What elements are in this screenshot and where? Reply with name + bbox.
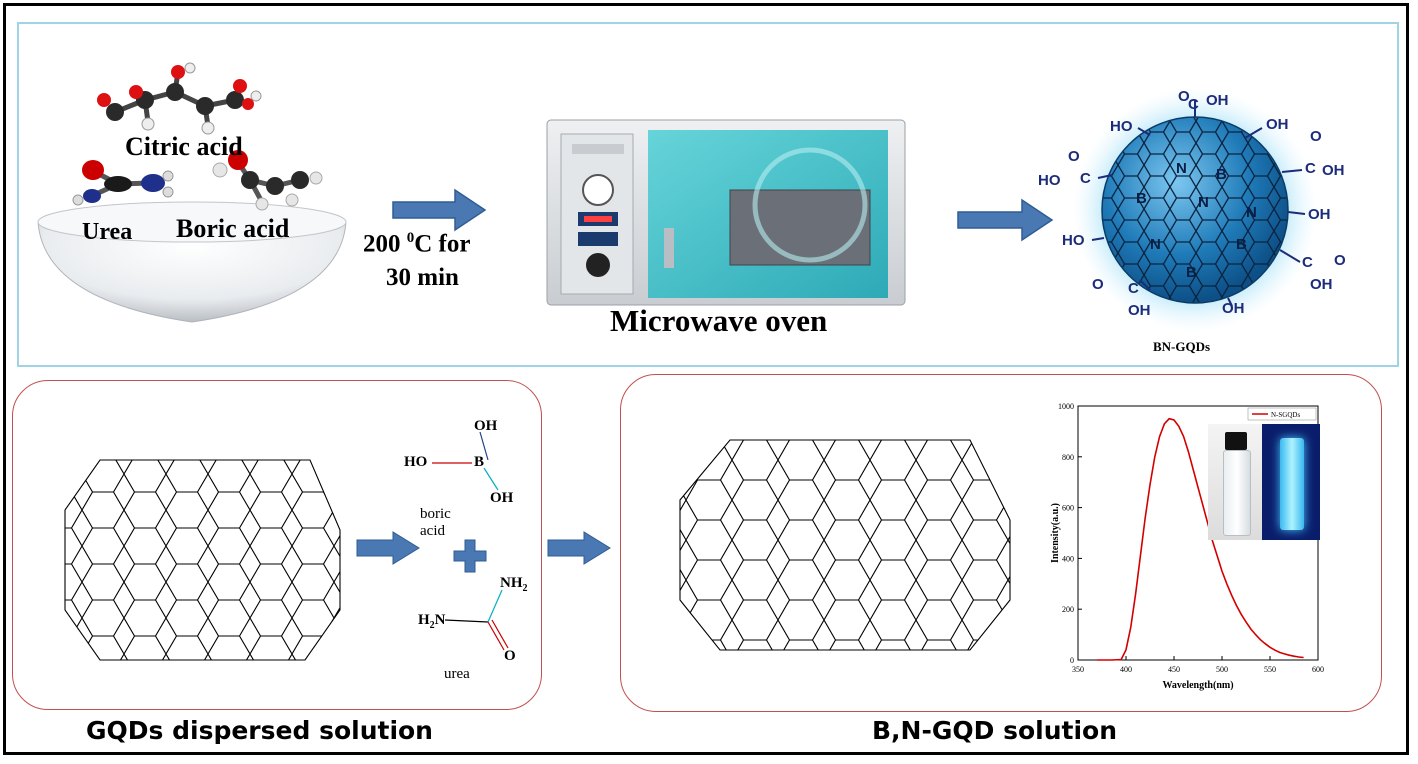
citric-acid-label: Citric acid (125, 132, 243, 161)
series-line (1097, 417, 1304, 661)
y-tick-label: 0 (1070, 656, 1074, 665)
x-tick-label: 500 (1216, 665, 1228, 674)
bn-gqd-sphere (1073, 88, 1317, 332)
citric-acid-molecule (97, 62, 262, 135)
bn-gqd-solution-box (620, 374, 1382, 712)
bn-gqd-caption: B,N-GQD solution (872, 716, 1117, 745)
boric-acid-caption: boric acid (420, 506, 451, 539)
y-tick-label: 200 (1062, 605, 1074, 614)
sphere-b-2: B (1136, 190, 1147, 207)
legend-label: N-SGQDs (1271, 411, 1300, 419)
sphere-n-1: N (1176, 160, 1187, 177)
x-tick-label: 350 (1072, 665, 1084, 674)
arrow-to-bn-gqd (547, 531, 611, 565)
y-tick-label: 800 (1062, 453, 1074, 462)
x-tick-label: 450 (1168, 665, 1180, 674)
sphere-c-right: C (1305, 160, 1316, 177)
bn-gqd-lattice (679, 439, 1011, 651)
boric-oh-bottom: OH (490, 490, 514, 506)
boric-oh-top: OH (474, 418, 498, 434)
sphere-o-br: O (1334, 252, 1346, 269)
degree-superscript: 0 (406, 230, 415, 246)
sphere-top-c: C (1188, 96, 1199, 113)
sphere-n-4: N (1246, 204, 1257, 221)
sphere-n-3: N (1150, 236, 1161, 253)
arrow-reagents (356, 531, 420, 565)
urea-label: Urea (82, 219, 133, 245)
urea-h2n: H2N (418, 612, 446, 631)
sphere-c-br: C (1302, 254, 1313, 271)
boric-acid-molecule (212, 150, 323, 211)
sphere-ho-left: HO (1038, 172, 1061, 189)
vial-uv (1262, 424, 1320, 540)
y-tick-label: 1000 (1058, 402, 1074, 411)
sphere-top-o: O (1178, 88, 1190, 105)
legend-box (1247, 407, 1317, 421)
sphere-oh-right: OH (1322, 162, 1345, 179)
sphere-oh-br: OH (1310, 276, 1333, 293)
functional-groups (1091, 100, 1306, 307)
plus-icon (453, 539, 487, 573)
sphere-n-2: N (1198, 194, 1209, 211)
gqd-caption: GQDs dispersed solution (86, 716, 433, 745)
oven-label: Microwave oven (610, 303, 828, 338)
x-tick-label: 550 (1264, 665, 1276, 674)
sphere-oh-2: OH (1308, 206, 1331, 223)
temperature-value: 200 (363, 230, 407, 258)
x-axis-label: Wavelength(nm) (1162, 680, 1233, 691)
y-tick-label: 600 (1062, 504, 1074, 513)
urea-molecule (72, 160, 174, 206)
vial-daylight (1208, 424, 1262, 540)
sphere-top-oh: OH (1206, 92, 1229, 109)
figure-frame (3, 3, 1409, 755)
y-tick-label: 400 (1062, 554, 1074, 563)
arrow-to-product (957, 198, 1054, 242)
boric-ho: HO (404, 454, 428, 470)
sphere-ho-2: HO (1062, 232, 1085, 249)
urea-nh: NH (500, 575, 523, 591)
urea-nh2: NH2 (500, 575, 528, 594)
x-tick-label: 600 (1312, 665, 1324, 674)
emission-spectrum-chart: 350 400 450 500 550 600 0 200 400 600 800 1000Wavel… (1050, 402, 1324, 691)
y-axis-label: Intensity(a.u.) (1050, 503, 1061, 563)
temperature-unit: C for (414, 230, 471, 258)
sphere-b-3: B (1236, 236, 1247, 253)
reagents (432, 431, 509, 651)
sphere-oh-bottom: OH (1222, 300, 1245, 317)
sphere-o-right: O (1310, 128, 1322, 145)
boric-b: B (474, 454, 485, 470)
sphere-c-left: C (1080, 170, 1091, 187)
microwave-oven (546, 119, 906, 306)
sphere-b-4: B (1186, 264, 1197, 281)
condition-line1: 200 0C for (363, 230, 470, 258)
product-label: BN-GQDs (1153, 339, 1211, 354)
urea-o: O (504, 648, 516, 664)
synthesis-panel (17, 22, 1399, 367)
sphere-ho-1: HO (1110, 118, 1133, 135)
arrow-to-oven (392, 188, 487, 232)
condition-line2: 30 min (386, 264, 459, 291)
gqd-lattice (64, 459, 341, 661)
urea-h: H (418, 612, 430, 628)
sphere-c-bl: C (1128, 280, 1139, 297)
gqd-solution-box (12, 380, 542, 710)
sphere-o-bl: O (1092, 276, 1104, 293)
urea-caption: urea (444, 666, 470, 682)
sphere-o-left: O (1068, 148, 1080, 165)
mixing-bowl (37, 201, 347, 323)
vial-photo (1208, 424, 1320, 540)
boric-acid-label: Boric acid (176, 214, 290, 243)
sphere-b-1: B (1216, 166, 1227, 183)
x-tick-label: 400 (1120, 665, 1132, 674)
sphere-oh-1: OH (1266, 116, 1289, 133)
sphere-oh-bl: OH (1128, 302, 1151, 319)
